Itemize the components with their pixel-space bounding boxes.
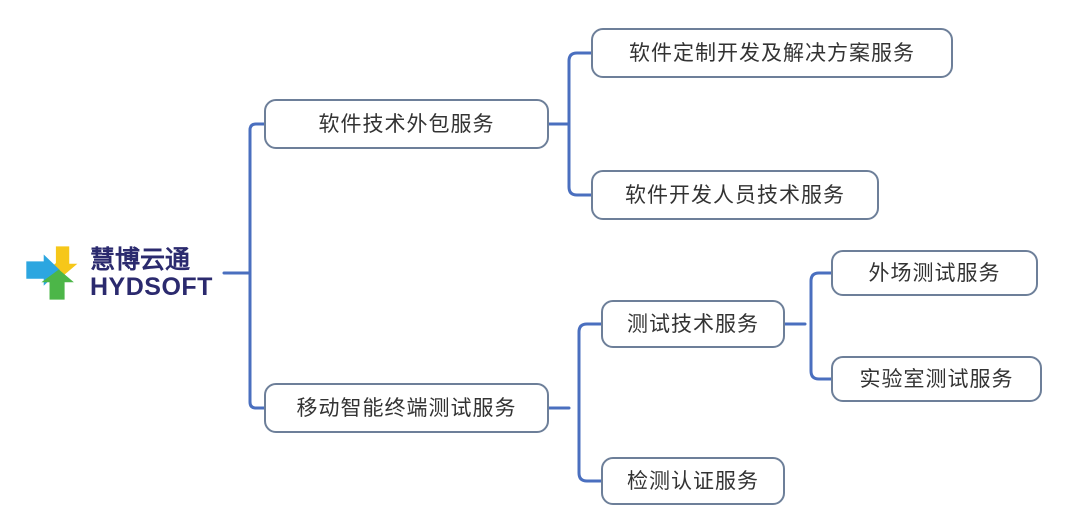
node-label: 实验室测试服务 — [859, 367, 1014, 391]
node-inspection-certification[interactable]: 检测认证服务 — [601, 457, 785, 505]
wire-root-to-branches — [248, 122, 266, 410]
logo-en-text: HYDSOFT — [90, 272, 213, 301]
node-software-outsourcing[interactable]: 软件技术外包服务 — [264, 99, 549, 149]
node-mobile-terminal-testing[interactable]: 移动智能终端测试服务 — [264, 383, 549, 433]
node-label: 软件技术外包服务 — [318, 112, 495, 136]
node-label: 测试技术服务 — [627, 312, 759, 336]
node-field-testing[interactable]: 外场测试服务 — [831, 250, 1038, 296]
asterisk-star-logo-icon — [26, 246, 78, 300]
node-developer-tech-services[interactable]: 软件开发人员技术服务 — [591, 170, 879, 220]
node-label: 软件开发人员技术服务 — [625, 183, 845, 207]
node-label: 检测认证服务 — [627, 469, 759, 493]
node-label: 软件定制开发及解决方案服务 — [629, 41, 915, 65]
node-label: 移动智能终端测试服务 — [296, 396, 517, 420]
logo-wordmark: 慧博云通 HYDSOFT — [90, 247, 213, 300]
wire-n1-children — [567, 51, 593, 197]
node-testing-tech-services[interactable]: 测试技术服务 — [601, 300, 785, 348]
wire-n2-children — [577, 322, 603, 483]
node-lab-testing[interactable]: 实验室测试服务 — [831, 356, 1042, 402]
logo-cn-text: 慧博云通 — [90, 244, 191, 274]
root-node-logo: 慧博云通 HYDSOFT — [24, 236, 224, 310]
wire-n2a-children — [809, 271, 833, 381]
node-label: 外场测试服务 — [868, 261, 1001, 285]
node-custom-software-solutions[interactable]: 软件定制开发及解决方案服务 — [591, 28, 953, 78]
